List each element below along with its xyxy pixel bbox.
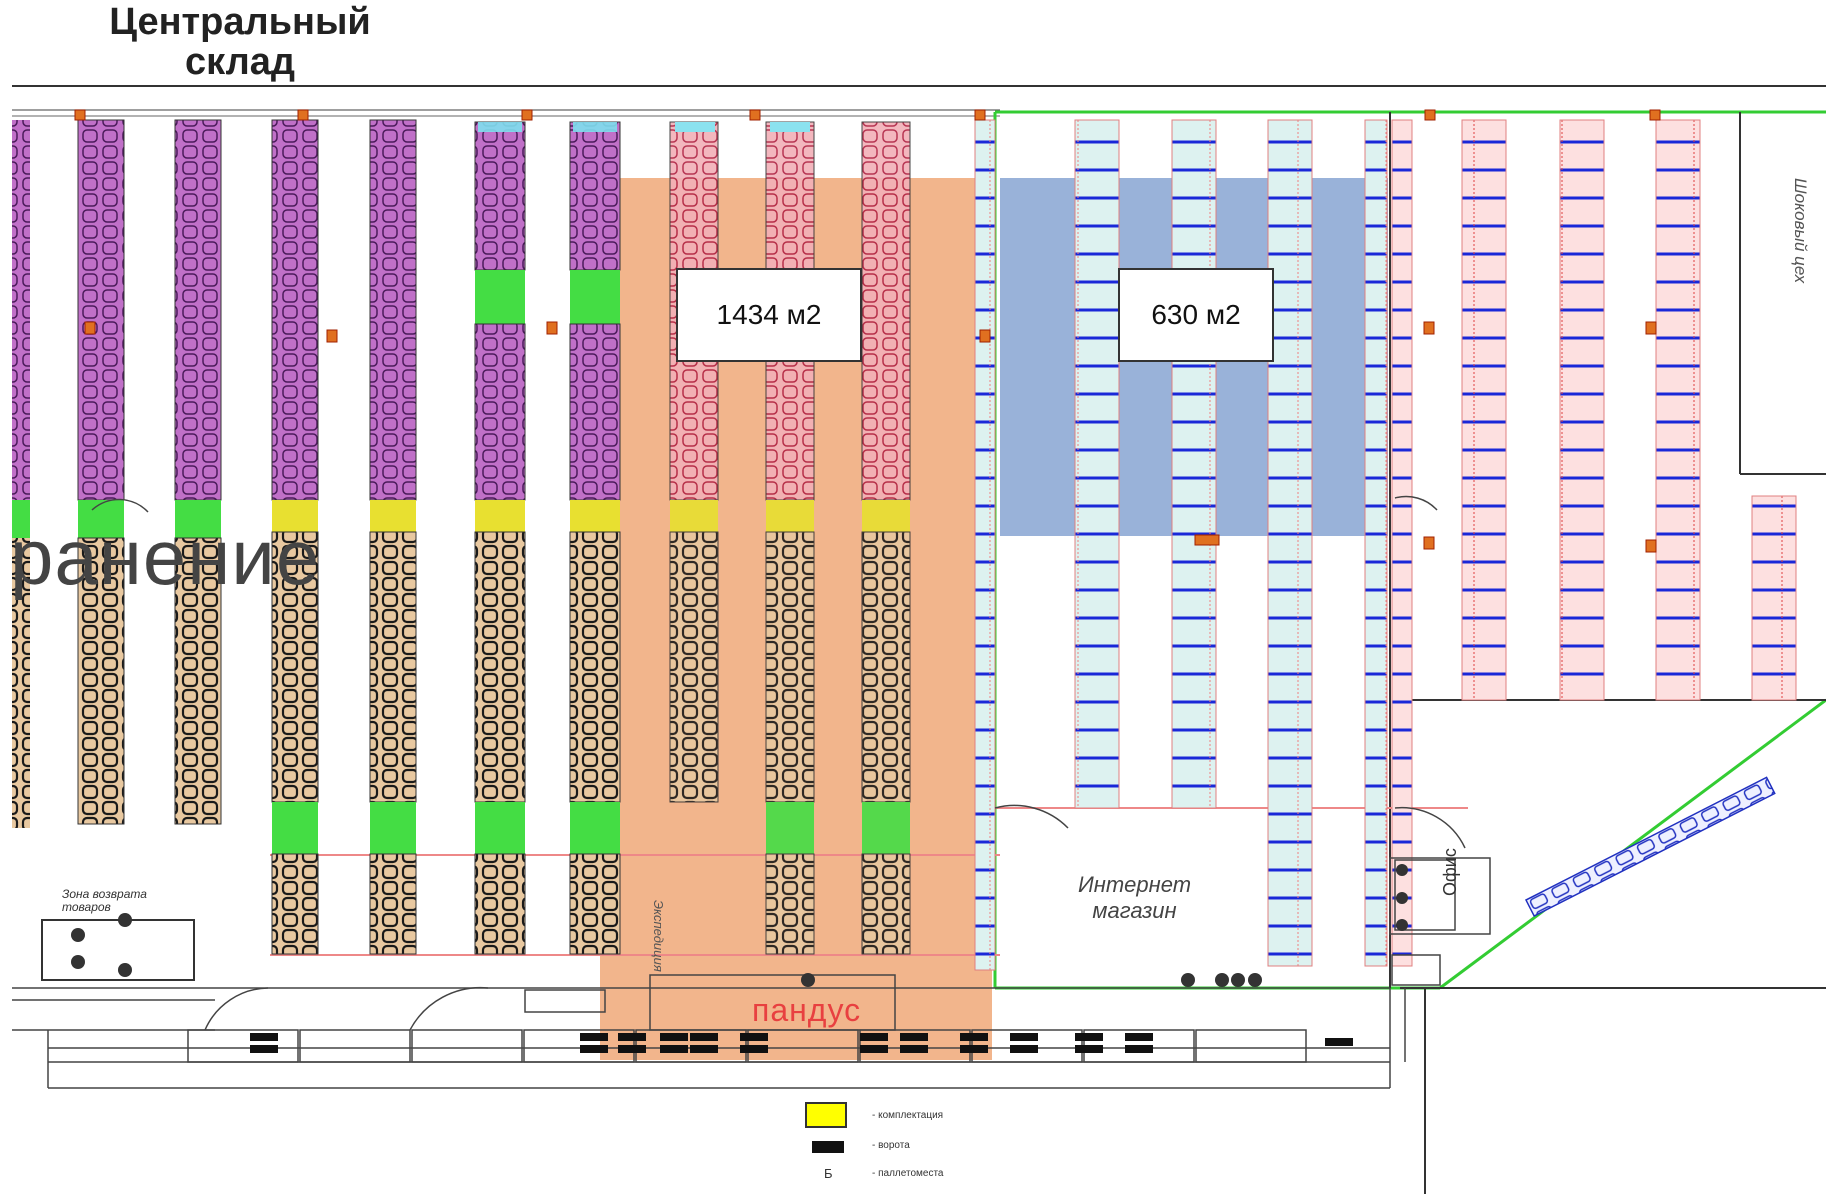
storage-zone-label: ранение bbox=[10, 513, 321, 601]
blue-area-label: 630 м2 bbox=[1118, 268, 1274, 362]
legend-text-picking: - комплектация bbox=[872, 1110, 944, 1121]
legend-black-bar bbox=[812, 1141, 844, 1153]
online-store-line-1: Интернет bbox=[1078, 872, 1192, 897]
legend-text-gates: - ворота bbox=[872, 1140, 910, 1151]
door-swings bbox=[91, 495, 1466, 1031]
office-label: Офис bbox=[1440, 848, 1460, 896]
expedition-label: Экспедиция bbox=[651, 900, 666, 972]
legend-symbols bbox=[805, 1102, 847, 1153]
return-zone-line-1: Зона возврата bbox=[62, 887, 147, 901]
orange-area-label: 1434 м2 bbox=[676, 268, 862, 362]
online-store-label: Интернет магазин bbox=[1078, 872, 1191, 924]
diagonal-rack bbox=[1524, 776, 1776, 918]
legend-yellow-swatch bbox=[805, 1102, 847, 1128]
legend-glyph-pallet: Б bbox=[824, 1166, 833, 1181]
legend-text-pallet: - паллетоместа bbox=[872, 1168, 944, 1179]
return-zone-label: Зона возврата товаров bbox=[62, 888, 147, 914]
return-zone-line-2: товаров bbox=[62, 900, 111, 914]
blue-ladder-racks bbox=[974, 119, 1388, 971]
left-rack-block bbox=[12, 119, 621, 955]
cold-room-label: Шоковый цех bbox=[1791, 178, 1810, 284]
pink-ladder-racks bbox=[1391, 119, 1797, 967]
dock-gates bbox=[250, 1033, 1353, 1053]
online-store-line-2: магазин bbox=[1092, 898, 1177, 923]
page-title: Центральный склад bbox=[70, 2, 410, 82]
column-markers bbox=[74, 109, 1661, 553]
ramp-label: пандус bbox=[752, 992, 862, 1028]
title-line-1: Центральный bbox=[109, 1, 371, 43]
online-store-furniture bbox=[801, 864, 1408, 987]
return-zone-block bbox=[41, 913, 195, 981]
top-boundary-lines bbox=[12, 85, 1826, 117]
title-line-2: склад bbox=[184, 41, 295, 83]
